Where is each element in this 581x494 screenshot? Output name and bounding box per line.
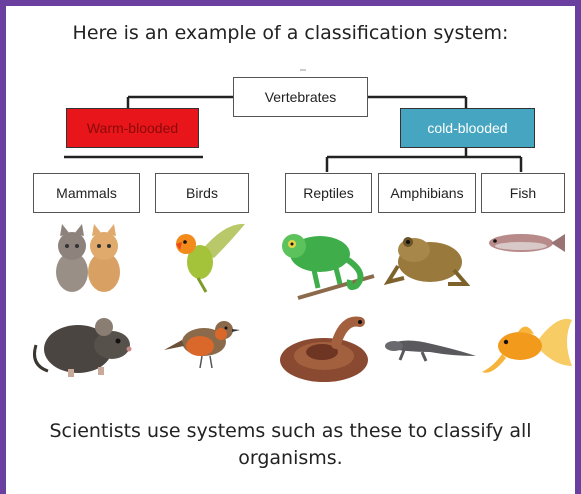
mammals-box: Mammals [33, 173, 140, 213]
lovebird-image [170, 222, 248, 294]
newt-image [382, 330, 478, 364]
snake-image [274, 308, 378, 388]
birds-box: Birds [155, 173, 249, 213]
frog-image [384, 226, 470, 290]
goldfish-image [478, 310, 574, 380]
warm-blooded-box: Warm-blooded [66, 108, 199, 148]
rat-image [28, 305, 138, 383]
vertebrates-box: Vertebrates [233, 77, 368, 117]
footer-text: Scientists use systems such as these to … [40, 418, 541, 472]
fish-box: Fish [481, 173, 565, 213]
chameleon-image [278, 224, 378, 302]
robin-image [162, 312, 244, 374]
cold-blooded-box: cold-blooded [400, 108, 535, 148]
cats-image [48, 222, 130, 294]
fish-image [483, 228, 567, 258]
reptiles-box: Reptiles [285, 173, 372, 213]
amphibians-box: Amphibians [378, 173, 476, 213]
